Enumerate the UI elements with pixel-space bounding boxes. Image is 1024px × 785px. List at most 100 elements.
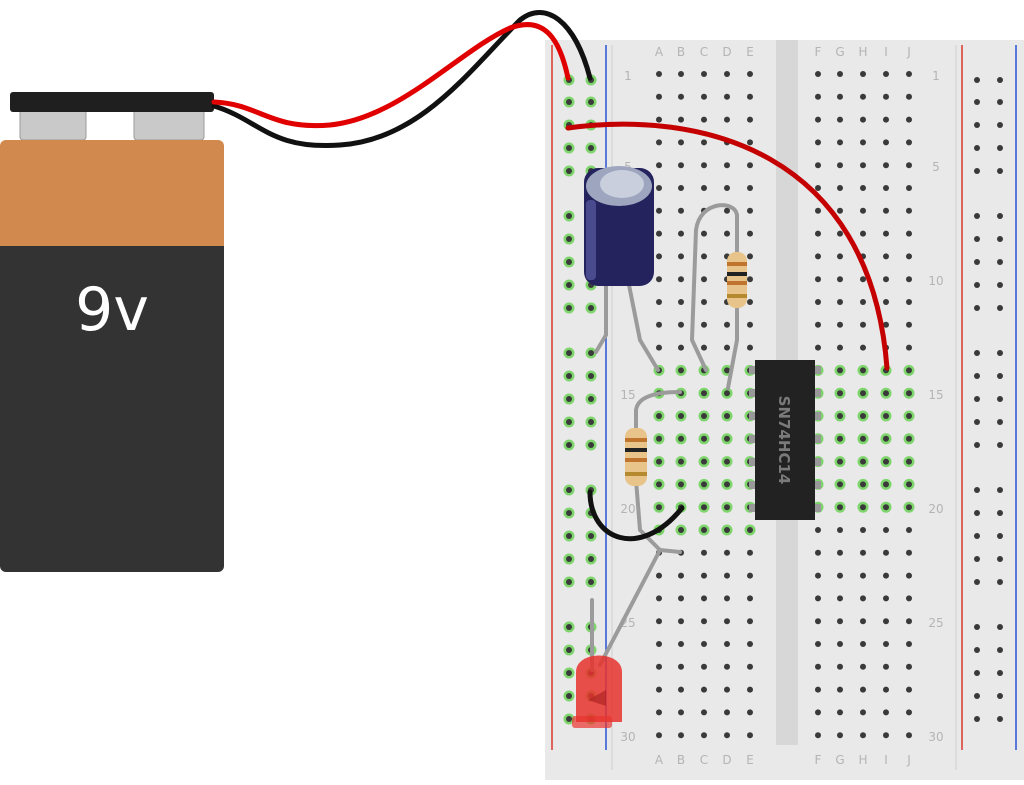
hole	[701, 572, 707, 579]
hole	[837, 504, 843, 511]
hole	[997, 350, 1003, 356]
hole	[724, 663, 730, 670]
hole	[588, 419, 594, 425]
hole	[724, 93, 730, 100]
resistor-1-band	[727, 272, 747, 276]
hole	[860, 709, 866, 716]
hole	[837, 344, 843, 351]
hole	[566, 236, 572, 242]
hole	[883, 527, 889, 533]
battery-terminal-right	[133, 109, 205, 141]
col-letter: I	[884, 45, 888, 59]
hole	[906, 321, 912, 328]
hole	[656, 276, 662, 283]
hole	[566, 350, 572, 356]
hole	[724, 435, 730, 442]
hole	[837, 207, 843, 214]
row-number: 1	[624, 69, 632, 83]
row-number: 30	[620, 730, 635, 744]
hole	[860, 504, 866, 511]
hole	[566, 556, 572, 562]
hole	[815, 139, 821, 146]
hole	[747, 344, 753, 351]
hole	[678, 527, 684, 533]
hole	[701, 321, 707, 328]
hole	[678, 618, 684, 625]
hole	[815, 709, 821, 716]
hole	[678, 207, 684, 214]
hole	[566, 145, 572, 151]
hole	[724, 367, 730, 374]
resistor-2-band	[625, 448, 647, 452]
hole	[974, 556, 980, 562]
hole	[837, 276, 843, 283]
hole	[815, 641, 821, 647]
resistor1-lead-bottom	[726, 298, 739, 390]
hole	[837, 321, 843, 328]
hole	[837, 230, 843, 237]
hole	[656, 413, 662, 419]
hole	[997, 145, 1003, 151]
hole	[860, 527, 866, 533]
hole	[974, 442, 980, 448]
hole	[883, 116, 889, 123]
hole	[656, 139, 662, 146]
hole	[747, 230, 753, 237]
hole	[974, 487, 980, 493]
hole	[678, 367, 684, 374]
hole	[588, 305, 594, 311]
hole	[997, 168, 1003, 174]
hole	[656, 185, 662, 191]
col-letter: C	[700, 753, 708, 767]
row-number: 25	[928, 616, 943, 630]
ic-chip-body	[755, 360, 815, 520]
battery-body	[0, 246, 224, 572]
col-letter: D	[722, 45, 731, 59]
ic-pin	[749, 481, 755, 489]
hole	[837, 71, 843, 77]
col-letter: J	[906, 753, 911, 767]
hole	[837, 162, 843, 169]
hole	[747, 162, 753, 169]
hole	[883, 253, 889, 260]
hole	[883, 71, 889, 77]
hole	[860, 435, 866, 442]
hole	[883, 549, 889, 556]
hole	[997, 305, 1003, 311]
hole	[724, 321, 730, 328]
hole	[815, 230, 821, 237]
hole	[815, 71, 821, 77]
hole	[997, 556, 1003, 562]
hole	[860, 595, 866, 602]
hole	[678, 663, 684, 670]
hole	[883, 299, 889, 305]
hole	[747, 253, 753, 260]
capacitor-lead-1	[594, 278, 608, 354]
hole	[678, 321, 684, 328]
hole	[997, 442, 1003, 448]
hole	[656, 618, 662, 625]
hole	[701, 504, 707, 511]
hole	[860, 663, 866, 670]
hole	[974, 693, 980, 699]
hole	[997, 647, 1003, 653]
hole	[747, 139, 753, 146]
hole	[906, 435, 912, 442]
hole	[701, 413, 707, 419]
hole	[701, 253, 707, 260]
hole	[815, 663, 821, 670]
hole	[906, 139, 912, 146]
hole	[860, 185, 866, 191]
hole	[724, 481, 730, 488]
ic-chip: SN74HC14	[749, 360, 821, 520]
hole	[656, 207, 662, 214]
hole	[860, 481, 866, 488]
hole	[837, 527, 843, 533]
hole	[883, 572, 889, 579]
hole	[837, 618, 843, 625]
hole	[815, 321, 821, 328]
hole	[883, 686, 889, 693]
ic-pin	[815, 504, 821, 512]
hole	[815, 162, 821, 169]
hole	[678, 572, 684, 579]
